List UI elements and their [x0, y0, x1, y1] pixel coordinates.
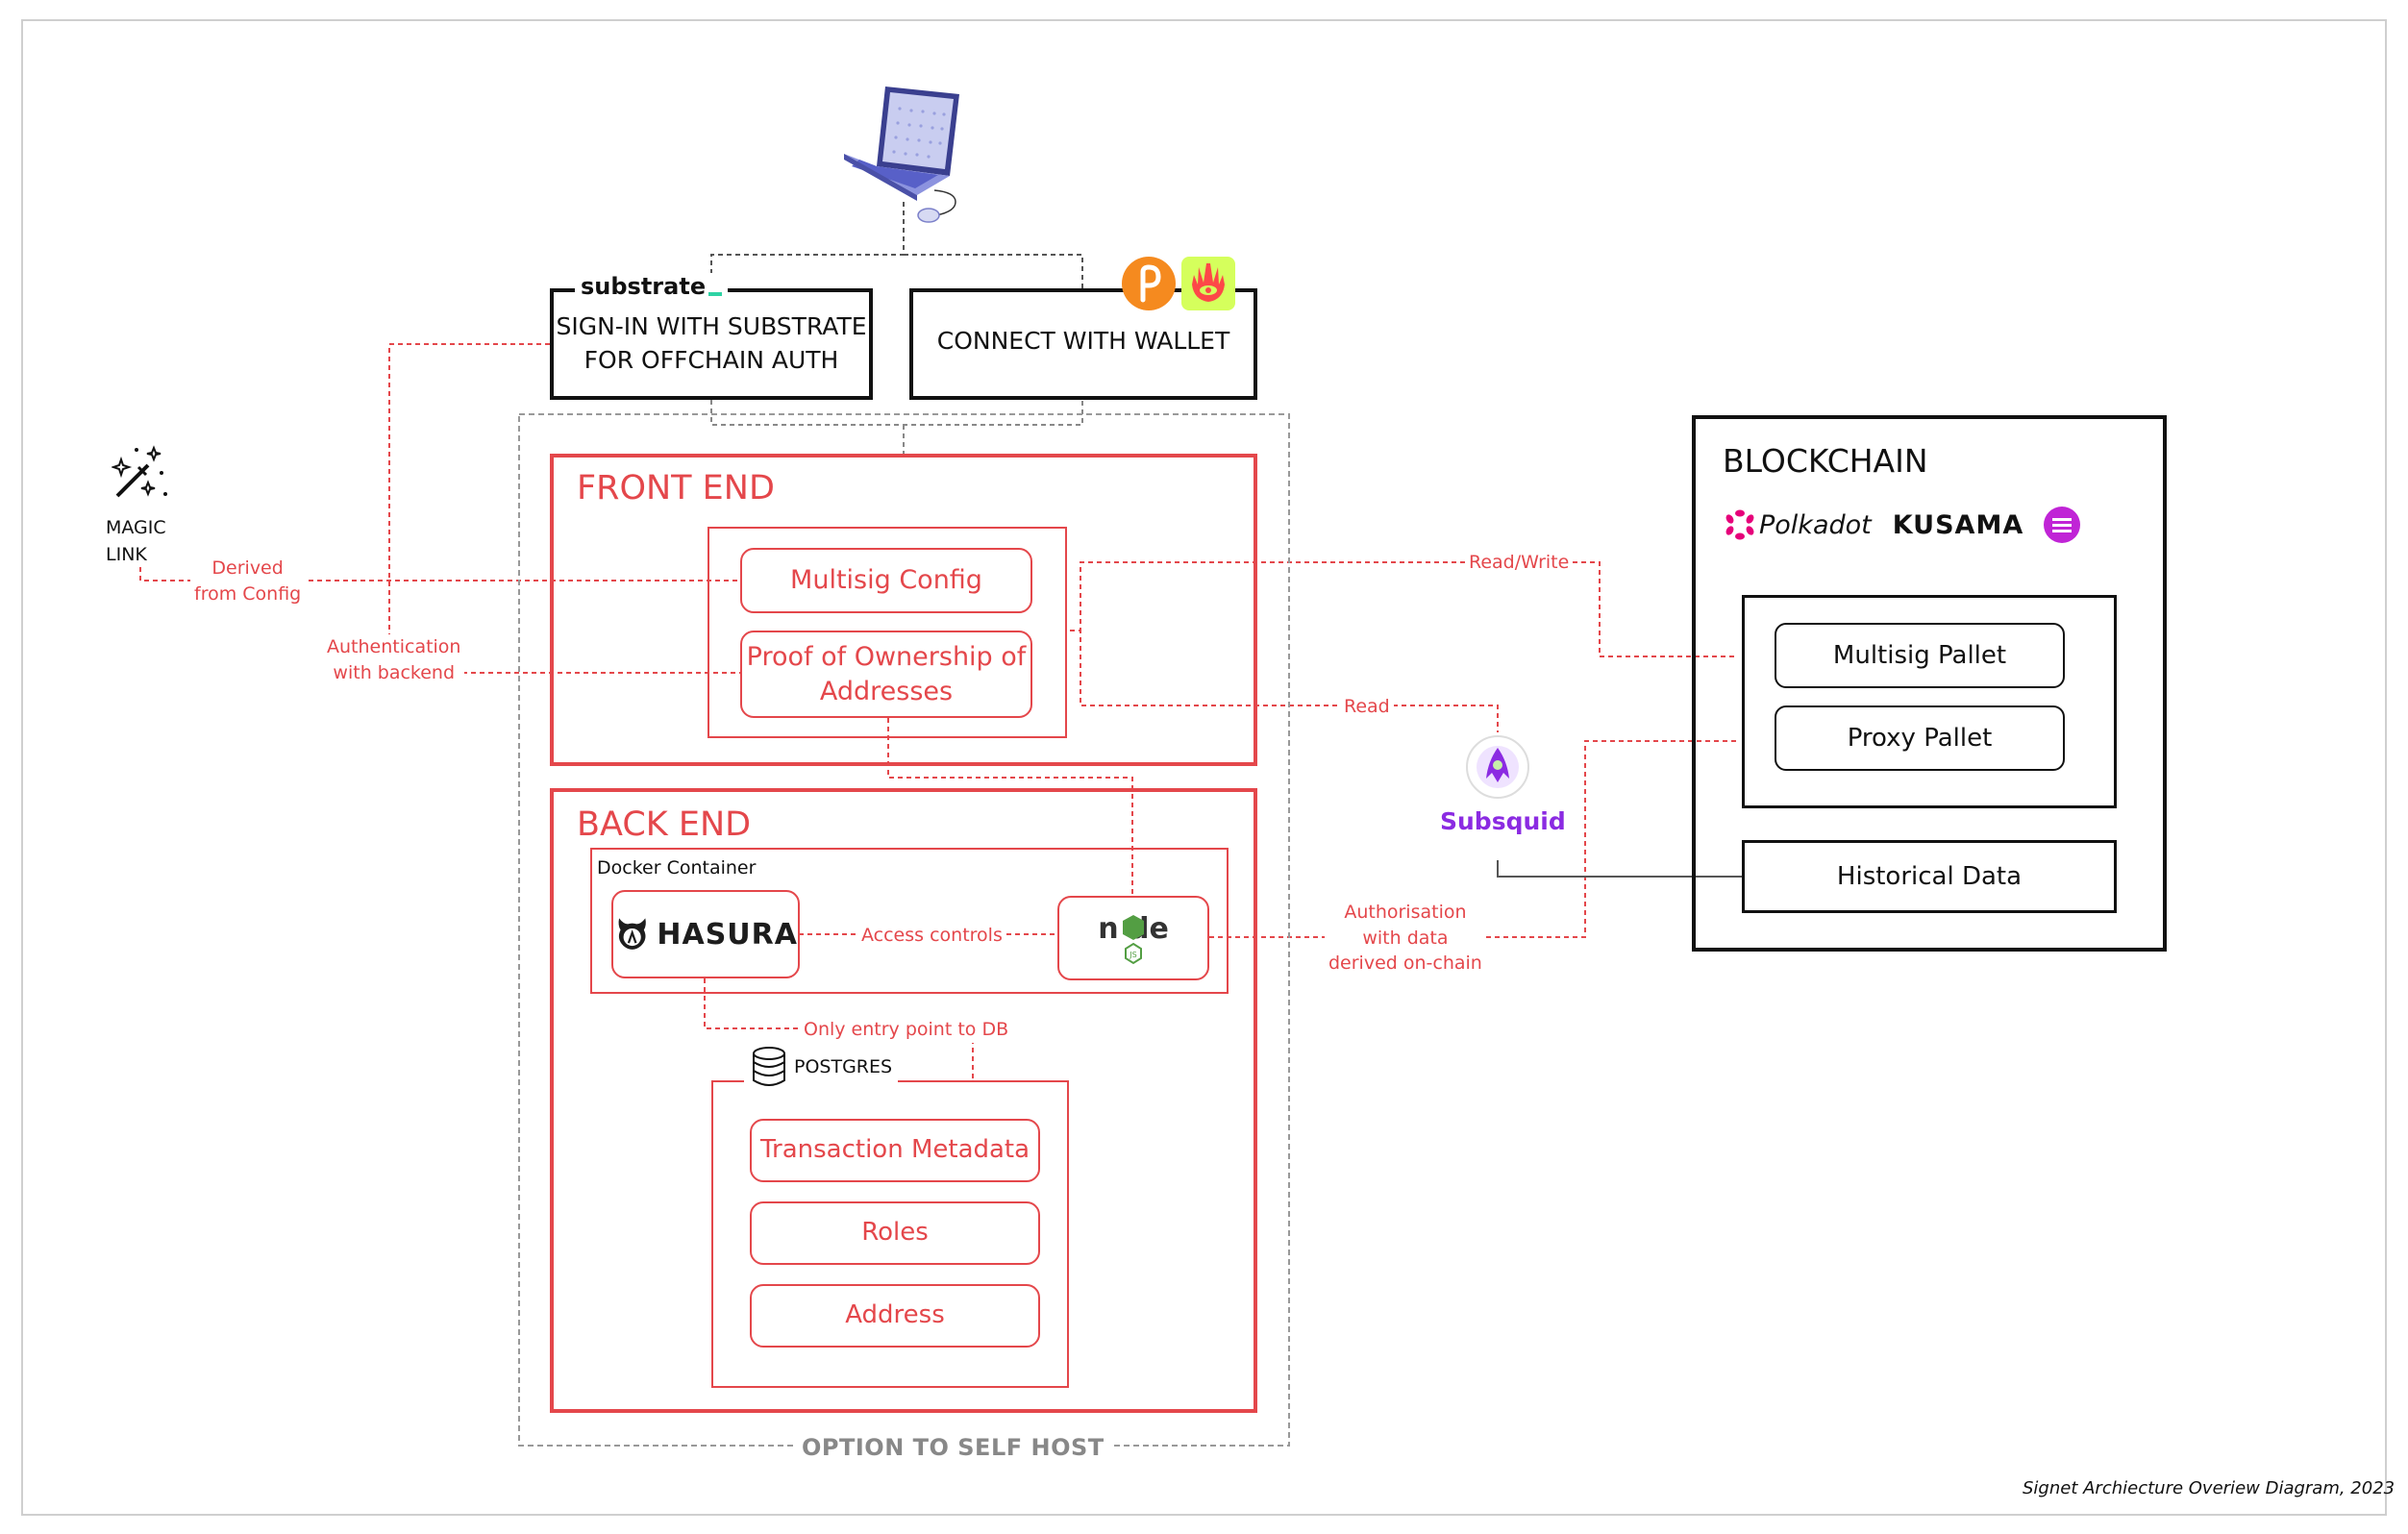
multisig-pallet-label: Multisig Pallet — [1832, 641, 2007, 670]
polkadot-js-icon — [1122, 257, 1176, 310]
laptop-icon — [844, 87, 959, 223]
transaction-metadata-item[interactable]: Transaction Metadata — [750, 1119, 1040, 1182]
laptop-to-wallet-connector — [904, 254, 1083, 288]
multisig-config-item[interactable]: Multisig Config — [740, 548, 1032, 613]
svg-text:JS: JS — [1129, 951, 1136, 959]
signin-substrate-box[interactable] — [550, 288, 873, 400]
authentication-connector — [388, 343, 740, 674]
auth-merge-connector — [710, 400, 1083, 426]
chain-logos: Polkadot KUSAMA — [1725, 506, 2081, 544]
subsquid-to-historical-connector — [1497, 860, 1742, 878]
kusama-wordmark: KUSAMA — [1892, 509, 2024, 540]
roles-item[interactable]: Roles — [750, 1201, 1040, 1265]
derived-line2: from Config — [194, 582, 302, 605]
derived-from-config-connector — [139, 567, 740, 581]
read-label: Read — [1340, 694, 1394, 720]
access-controls-label: Access controls — [857, 923, 1006, 949]
magic-link-line1: MAGIC — [106, 517, 166, 538]
signin-label: SIGN-IN WITH SUBSTRATE FOR OFFCHAIN AUTH — [550, 309, 873, 377]
signin-line1: SIGN-IN WITH SUBSTRATE — [556, 312, 867, 340]
subsquid-wordmark: Subsquid — [1440, 807, 1566, 835]
proof-line2: Addresses — [819, 676, 954, 706]
derived-line1: Derived — [211, 557, 284, 579]
magic-link-label: MAGIC LINK — [106, 515, 166, 568]
nodejs-icon: n de JS — [1098, 912, 1169, 965]
authentication-label: Authentication with backend — [323, 634, 465, 686]
proof-to-node-connector — [887, 718, 1133, 896]
read-connector — [1070, 630, 1499, 732]
proxy-pallet-label: Proxy Pallet — [1847, 724, 1993, 753]
docker-container-box — [590, 848, 1229, 994]
postgres-label: POSTGRES — [794, 1056, 893, 1077]
diagram-caption: Signet Archiecture Overiew Diagram, 2023 — [2023, 1478, 2396, 1498]
self-host-label: OPTION TO SELF HOST — [794, 1434, 1112, 1461]
authorisation-line1: Authorisation — [1344, 902, 1467, 923]
talisman-icon — [1181, 257, 1235, 310]
backend-box — [550, 788, 1257, 1413]
hasura-icon — [618, 918, 646, 950]
frontend-title: FRONT END — [577, 469, 775, 507]
backend-title: BACK END — [577, 805, 752, 844]
signin-line2: FOR OFFCHAIN AUTH — [583, 346, 839, 374]
laptop-to-signin-connector — [710, 202, 905, 288]
address-item[interactable]: Address — [750, 1284, 1040, 1348]
roles-label: Roles — [861, 1218, 929, 1248]
only-entry-label: Only entry point to DB — [800, 1017, 1013, 1043]
polkadot-icon — [1725, 509, 1754, 540]
proxy-pallet-item[interactable]: Proxy Pallet — [1775, 705, 2065, 771]
connect-wallet-label: CONNECT WITH WALLET — [936, 327, 1230, 355]
substrate-wordmark: substrate — [581, 273, 707, 300]
subsquid-icon — [1466, 735, 1529, 799]
multisig-config-label: Multisig Config — [790, 565, 982, 596]
authorisation-label: Authorisation with data derived on-chain — [1325, 900, 1486, 977]
proof-line1: Proof of Ownership of — [746, 642, 1027, 673]
auth-line1: Authentication — [327, 636, 461, 657]
blockchain-box — [1692, 415, 2167, 952]
zeitgeist-icon — [2044, 507, 2081, 543]
proof-of-ownership-item[interactable]: Proof of Ownership of Addresses — [740, 631, 1032, 718]
multisig-pallet-item[interactable]: Multisig Pallet — [1775, 623, 2065, 688]
nodejs-node[interactable]: n de JS — [1057, 896, 1209, 980]
authorisation-line3: derived on-chain — [1328, 953, 1482, 975]
hasura-wordmark: HASURA — [657, 917, 798, 952]
hasura-node[interactable]: HASURA — [611, 890, 800, 978]
docker-container-label: Docker Container — [597, 857, 757, 878]
historical-data-box[interactable]: Historical Data — [1742, 840, 2117, 913]
auth-line2: with backend — [333, 661, 456, 683]
magic-wand-icon — [112, 445, 167, 498]
transaction-metadata-label: Transaction Metadata — [759, 1135, 1030, 1165]
address-label: Address — [845, 1300, 945, 1330]
diagram-frame — [21, 19, 2387, 1516]
blockchain-title: BLOCKCHAIN — [1723, 442, 1928, 480]
read-write-label: Read/Write — [1465, 550, 1574, 576]
substrate-underscore — [708, 292, 723, 296]
substrate-logo: substrate — [575, 273, 729, 300]
magic-link-line2: LINK — [106, 543, 147, 565]
derived-from-config-label: Derived from Config — [190, 556, 306, 607]
database-icon — [753, 1047, 785, 1086]
frontend-box — [550, 454, 1257, 766]
polkadot-wordmark: Polkadot — [1759, 509, 1872, 540]
frontend-inner-box — [708, 527, 1067, 738]
historical-data-label: Historical Data — [1836, 862, 2023, 891]
postgres-header: POSTGRES — [744, 1046, 899, 1088]
authorisation-line2: with data — [1362, 927, 1449, 949]
pallets-box — [1742, 595, 2117, 808]
